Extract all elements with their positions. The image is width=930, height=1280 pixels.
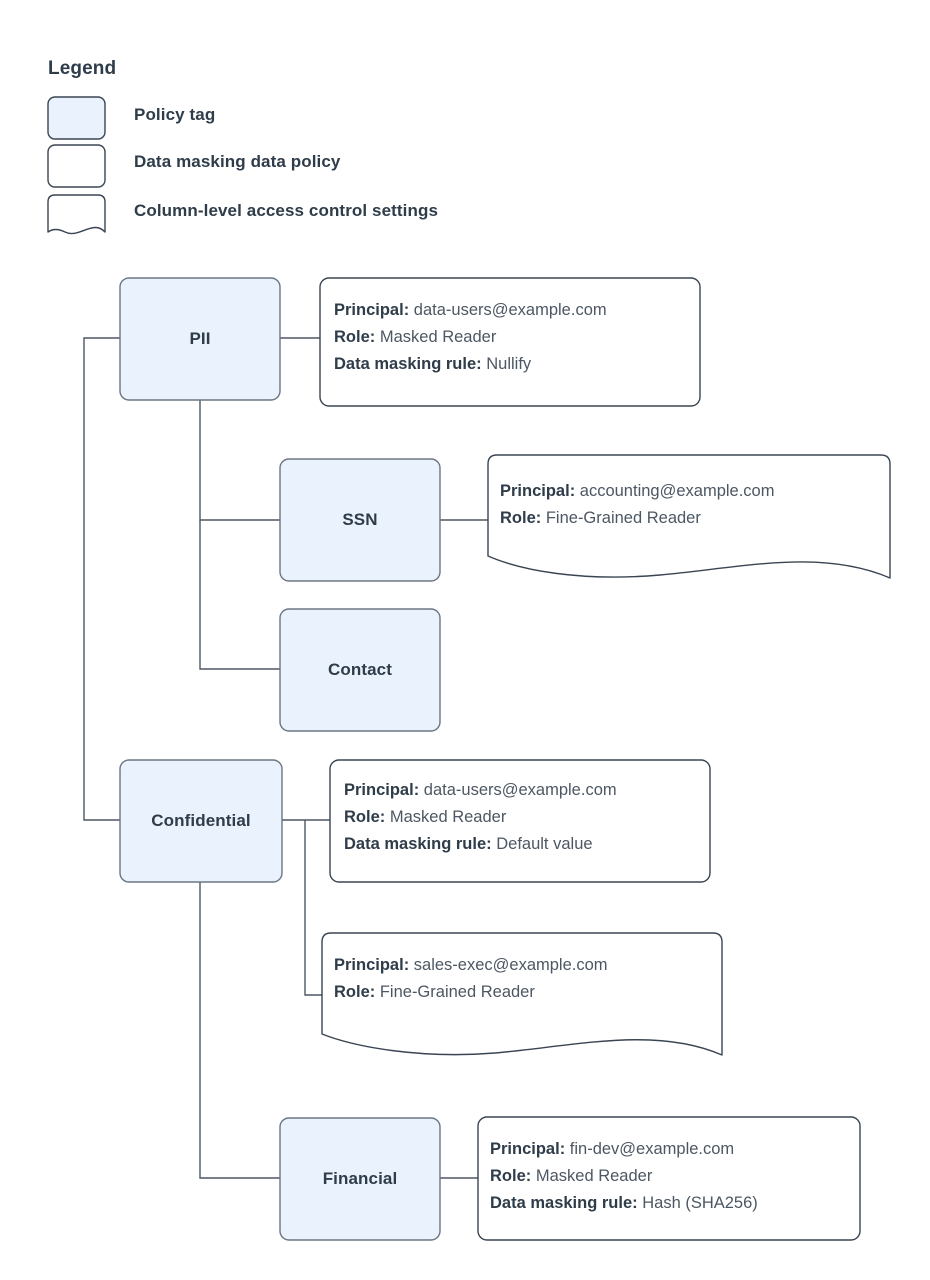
connector-pii-to-ssn xyxy=(199,400,280,521)
card-line-principal: Principal: fin-dev@example.com xyxy=(490,1136,758,1163)
legend-swatch-data-masking-data-policy xyxy=(47,144,106,188)
field-label-principal: Principal: xyxy=(500,482,576,500)
legend-title: Legend xyxy=(48,58,117,79)
connector-root-to-pii xyxy=(83,337,120,821)
card-line-role: Role: Masked Reader xyxy=(490,1163,758,1190)
policy-tag-node-pii[interactable] xyxy=(119,277,281,401)
connector-pii-to-contact xyxy=(199,520,280,670)
field-label-role: Role: xyxy=(334,983,376,1001)
card-shape-confidential-masking-policy[interactable] xyxy=(329,759,711,883)
card-line-principal: Principal: sales-exec@example.com xyxy=(334,952,608,979)
policy-tag-node-financial[interactable] xyxy=(279,1117,441,1241)
connector-confidential-to-financial xyxy=(199,882,280,1179)
card-text-confidential-masking-policy: Principal: data-users@example.com Role: … xyxy=(344,777,617,858)
field-value-masking-rule: Nullify xyxy=(486,355,532,373)
policy-tag-label-ssn: SSN xyxy=(342,510,378,529)
policy-tag-label-confidential: Confidential xyxy=(151,811,251,830)
field-value-principal: sales-exec@example.com xyxy=(413,956,608,974)
legend-swatch-policy-tag xyxy=(47,96,106,140)
card-line-masking-rule: Data masking rule: Hash (SHA256) xyxy=(490,1190,758,1217)
policy-tag-label-contact: Contact xyxy=(328,660,392,679)
field-value-principal: data-users@example.com xyxy=(423,781,617,799)
field-label-role: Role: xyxy=(344,808,386,826)
policy-tag-label-pii: PII xyxy=(189,329,211,348)
field-value-role: Fine-Grained Reader xyxy=(545,509,701,527)
field-value-role: Masked Reader xyxy=(535,1167,653,1185)
card-line-role: Role: Fine-Grained Reader xyxy=(334,979,608,1006)
legend-item-label-data-masking-data-policy: Data masking data policy xyxy=(134,152,341,171)
field-value-principal: fin-dev@example.com xyxy=(569,1140,735,1158)
field-value-principal: accounting@example.com xyxy=(579,482,775,500)
card-text-confidential-column-access: Principal: sales-exec@example.com Role: … xyxy=(334,952,608,1006)
field-label-masking-rule: Data masking rule: xyxy=(490,1194,638,1212)
field-label-role: Role: xyxy=(490,1167,532,1185)
policy-tag-node-confidential[interactable] xyxy=(119,759,283,883)
policy-tag-node-ssn[interactable] xyxy=(279,458,441,582)
field-label-role: Role: xyxy=(500,509,542,527)
field-label-principal: Principal: xyxy=(334,301,410,319)
connector-confidential-to-column-card xyxy=(304,820,322,996)
field-value-masking-rule: Hash (SHA256) xyxy=(642,1194,758,1212)
card-line-masking-rule: Data masking rule: Default value xyxy=(344,831,617,858)
field-label-principal: Principal: xyxy=(334,956,410,974)
legend-item-label-policy-tag: Policy tag xyxy=(134,105,216,124)
card-line-principal: Principal: accounting@example.com xyxy=(500,478,774,505)
legend-item-label-column-level-access-control-settings: Column-level access control settings xyxy=(134,201,439,220)
card-line-principal: Principal: data-users@example.com xyxy=(334,297,607,324)
card-text-financial-masking-policy: Principal: fin-dev@example.com Role: Mas… xyxy=(490,1136,758,1217)
policy-tag-node-contact[interactable] xyxy=(279,608,441,732)
field-value-masking-rule: Default value xyxy=(496,835,593,853)
connector-lines xyxy=(83,337,488,1179)
card-line-role: Role: Fine-Grained Reader xyxy=(500,505,774,532)
card-shape-confidential-column-access[interactable] xyxy=(321,932,723,1056)
card-text-pii-masking-policy: Principal: data-users@example.com Role: … xyxy=(334,297,607,378)
legend-swatch-column-level-access-control-settings xyxy=(47,194,106,235)
field-label-masking-rule: Data masking rule: xyxy=(344,835,492,853)
card-line-principal: Principal: data-users@example.com xyxy=(344,777,617,804)
field-value-role: Masked Reader xyxy=(379,328,497,346)
policy-tag-label-financial: Financial xyxy=(322,1169,398,1188)
field-value-principal: data-users@example.com xyxy=(413,301,607,319)
field-label-masking-rule: Data masking rule: xyxy=(334,355,482,373)
field-value-role: Fine-Grained Reader xyxy=(379,983,535,1001)
card-shape-financial-masking-policy[interactable] xyxy=(477,1116,861,1241)
card-shape-ssn-column-access[interactable] xyxy=(487,454,891,579)
field-label-principal: Principal: xyxy=(490,1140,566,1158)
field-value-role: Masked Reader xyxy=(389,808,507,826)
card-line-role: Role: Masked Reader xyxy=(334,324,607,351)
card-line-role: Role: Masked Reader xyxy=(344,804,617,831)
field-label-role: Role: xyxy=(334,328,376,346)
card-shape-pii-masking-policy[interactable] xyxy=(319,277,701,407)
card-text-ssn-column-access: Principal: accounting@example.com Role: … xyxy=(500,478,774,532)
field-label-principal: Principal: xyxy=(344,781,420,799)
card-line-masking-rule: Data masking rule: Nullify xyxy=(334,351,607,378)
